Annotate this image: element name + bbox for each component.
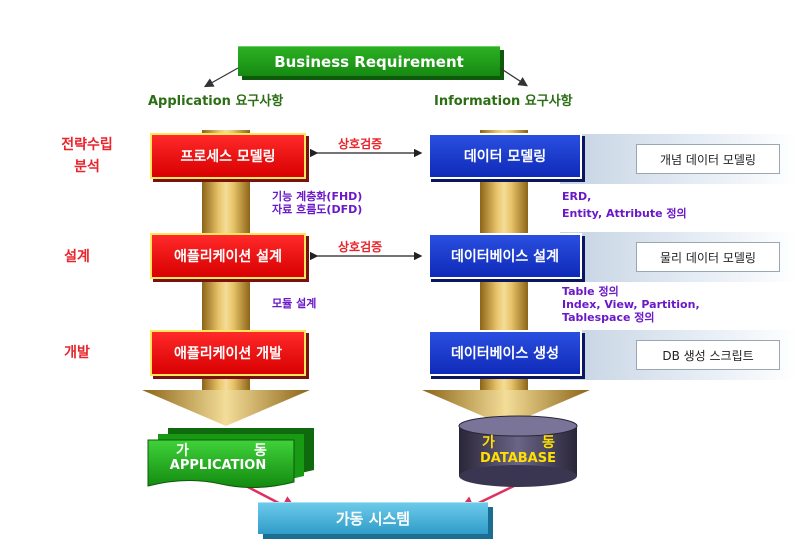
db-design-label: 데이터베이스 설계 bbox=[451, 249, 559, 265]
data-modeling-label: 데이터 모델링 bbox=[463, 149, 547, 165]
data-funnel-arrow bbox=[422, 390, 590, 426]
app-op-left: 가 bbox=[176, 443, 189, 459]
database-label: DATABASE bbox=[480, 451, 556, 466]
app-development-box: 애플리케이션 개발 bbox=[150, 330, 306, 376]
cross-check-1: 상호검증 bbox=[338, 137, 383, 151]
data-design-notes: Table 정의 Index, View, Partition, Tablesp… bbox=[562, 285, 700, 324]
application-header: Application 요구사항 bbox=[148, 94, 284, 109]
app-design-label: 애플리케이션 설계 bbox=[174, 249, 282, 265]
index-view-note: Index, View, Partition, bbox=[562, 298, 700, 311]
cross-check-2: 상호검증 bbox=[338, 240, 383, 254]
stage-analysis-line2: 분석 bbox=[74, 159, 100, 175]
db-op-left: 가 bbox=[482, 435, 495, 451]
app-analysis-notes: 기능 계층화(FHD) 자료 흐름도(DFD) bbox=[272, 190, 362, 216]
app-op-right: 동 bbox=[254, 443, 267, 459]
app-funnel-arrow bbox=[142, 390, 310, 426]
data-analysis-notes: ERD, Entity, Attribute 정의 bbox=[562, 190, 687, 220]
app-design-box: 애플리케이션 설계 bbox=[150, 233, 306, 279]
module-design-note: 모듈 설계 bbox=[272, 297, 317, 310]
db-creation-label: 데이터베이스 생성 bbox=[451, 346, 559, 362]
physical-modeling-label: 물리 데이터 모델링 bbox=[636, 242, 780, 272]
fhd-note: 기능 계층화(FHD) bbox=[272, 190, 363, 203]
business-requirement-box: Business Requirement bbox=[238, 46, 500, 76]
entity-attribute-note: Entity, Attribute 정의 bbox=[562, 207, 687, 220]
stage-development: 개발 bbox=[64, 345, 90, 361]
db-script-label: DB 생성 스크립트 bbox=[636, 340, 780, 370]
tablespace-note: Tablespace 정의 bbox=[562, 311, 655, 324]
db-design-box: 데이터베이스 설계 bbox=[428, 233, 582, 279]
process-modeling-box: 프로세스 모델링 bbox=[150, 133, 306, 179]
application-documents-icon bbox=[147, 428, 314, 488]
information-header: Information 요구사항 bbox=[434, 94, 573, 109]
conceptual-modeling-label: 개념 데이터 모델링 bbox=[636, 144, 780, 174]
erd-note: ERD, bbox=[562, 190, 592, 203]
database-cylinder-icon bbox=[458, 415, 578, 487]
operational-system-box: 가동 시스템 bbox=[258, 502, 488, 534]
db-creation-box: 데이터베이스 생성 bbox=[428, 330, 582, 376]
stage-analysis-line1: 전략수립 bbox=[61, 137, 113, 153]
business-requirement-label: Business Requirement bbox=[274, 52, 464, 71]
table-note: Table 정의 bbox=[562, 285, 619, 298]
db-op-right: 동 bbox=[542, 435, 555, 451]
data-modeling-box: 데이터 모델링 bbox=[428, 133, 582, 179]
stage-design: 설계 bbox=[64, 249, 90, 265]
stage-analysis: 전략수립 분석 bbox=[52, 134, 122, 178]
dfd-note: 자료 흐름도(DFD) bbox=[272, 203, 363, 216]
process-modeling-label: 프로세스 모델링 bbox=[180, 149, 276, 165]
app-development-label: 애플리케이션 개발 bbox=[174, 346, 282, 362]
operational-system-label: 가동 시스템 bbox=[335, 510, 411, 528]
application-label: APPLICATION bbox=[169, 458, 267, 473]
